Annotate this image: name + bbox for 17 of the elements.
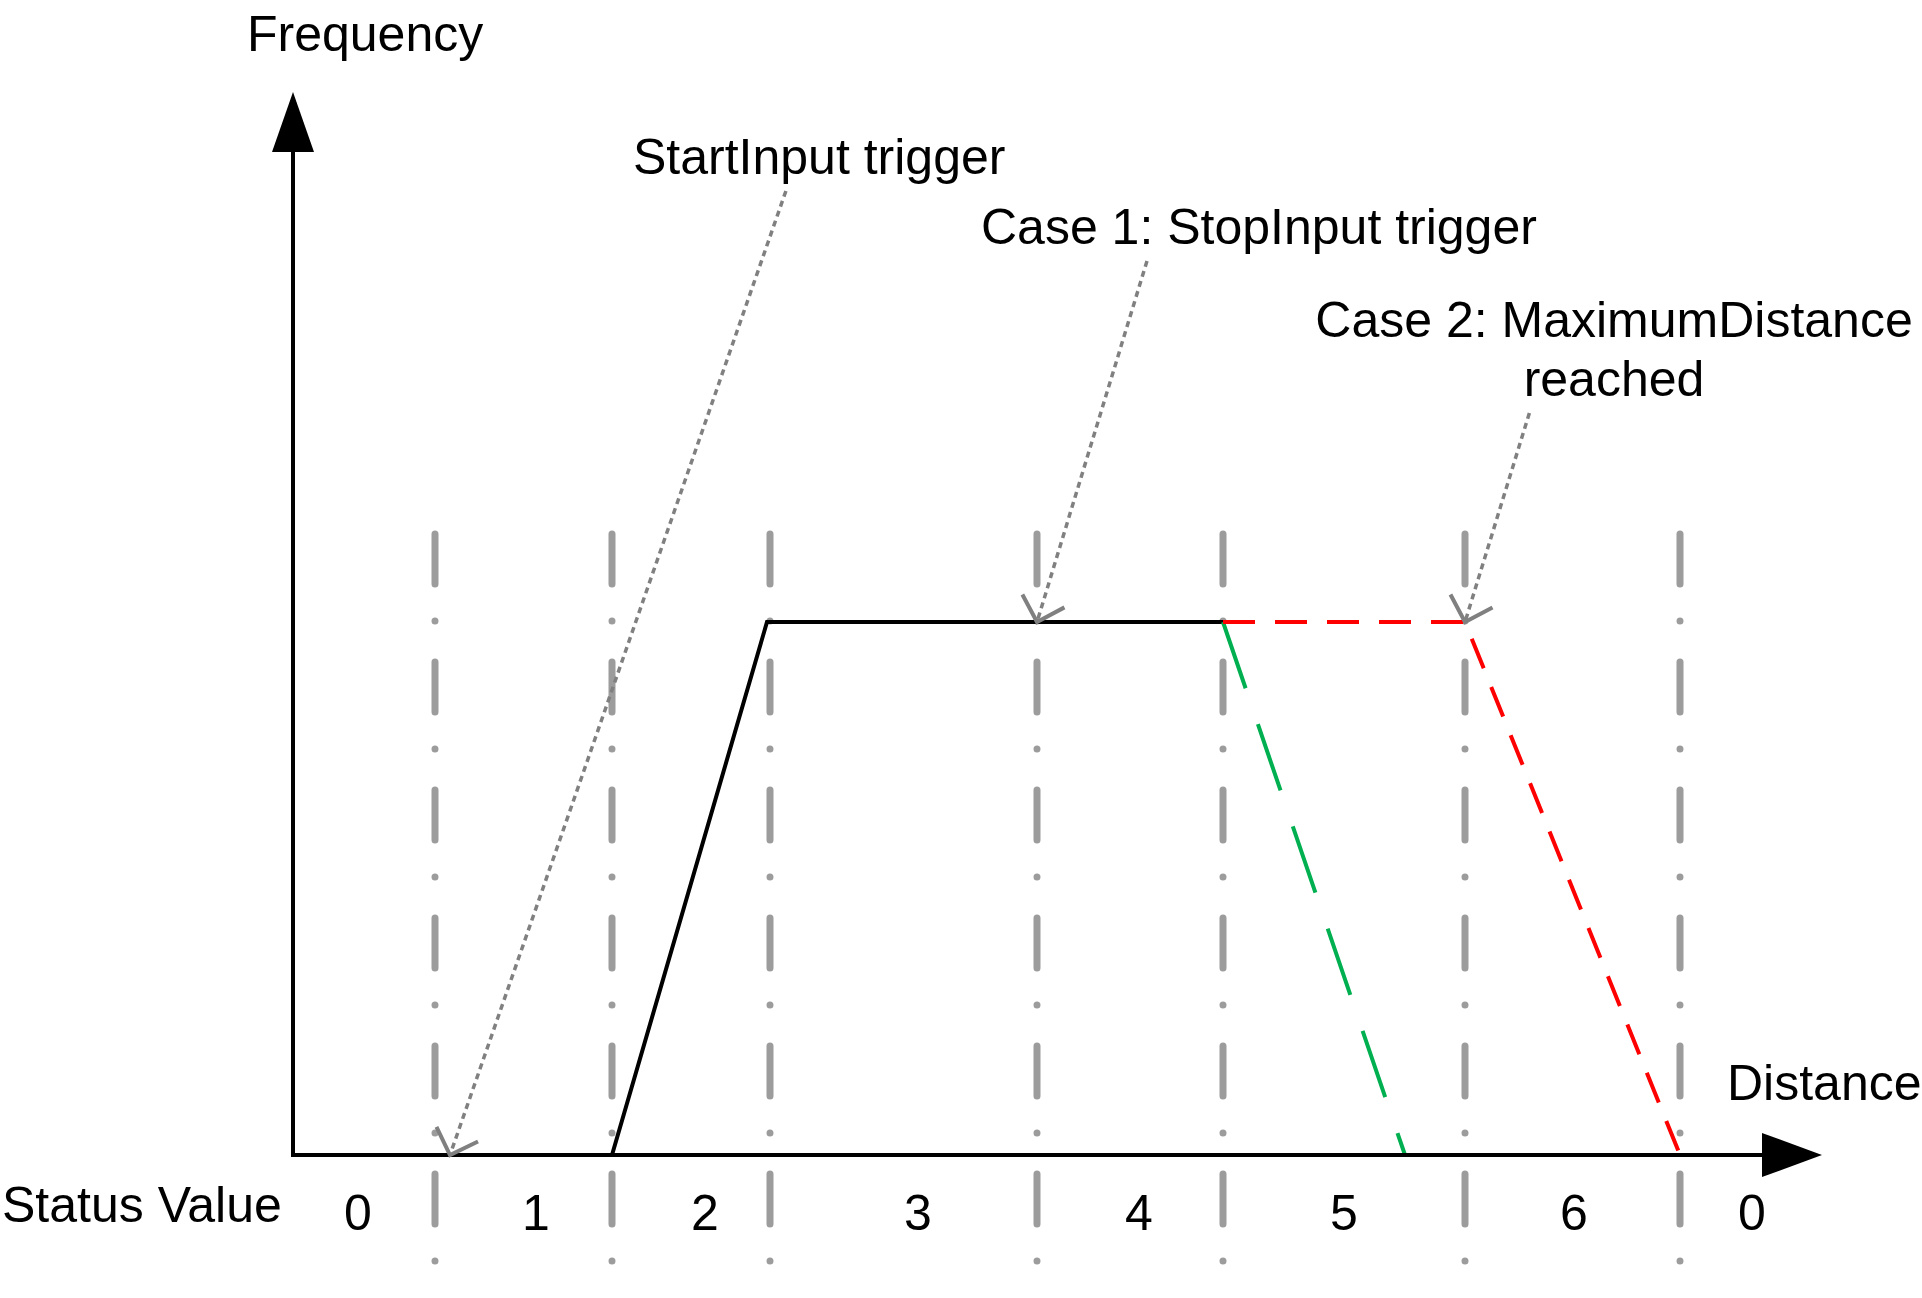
status-number: 5 [1330, 1185, 1358, 1242]
status-number: 0 [344, 1185, 372, 1242]
leader-line [1020, 260, 1149, 624]
row-label: Status Value [2, 1177, 282, 1234]
annotation-text: Case 1: StopInput trigger [981, 198, 1537, 257]
status-number: 0 [1738, 1185, 1766, 1242]
leader-line [1448, 412, 1532, 624]
status-number: 4 [1125, 1185, 1153, 1242]
status-number: 3 [904, 1185, 932, 1242]
axis-title: Frequency [247, 6, 484, 63]
status-number: 6 [1560, 1185, 1588, 1242]
annotation-text: StartInput trigger [633, 128, 1006, 187]
status-number: 2 [691, 1185, 719, 1242]
annotation-text: Case 2: MaximumDistance reached [1312, 291, 1916, 409]
axis-title: Distance [1727, 1055, 1922, 1112]
leader-line [434, 190, 788, 1157]
status-number: 1 [522, 1185, 550, 1242]
